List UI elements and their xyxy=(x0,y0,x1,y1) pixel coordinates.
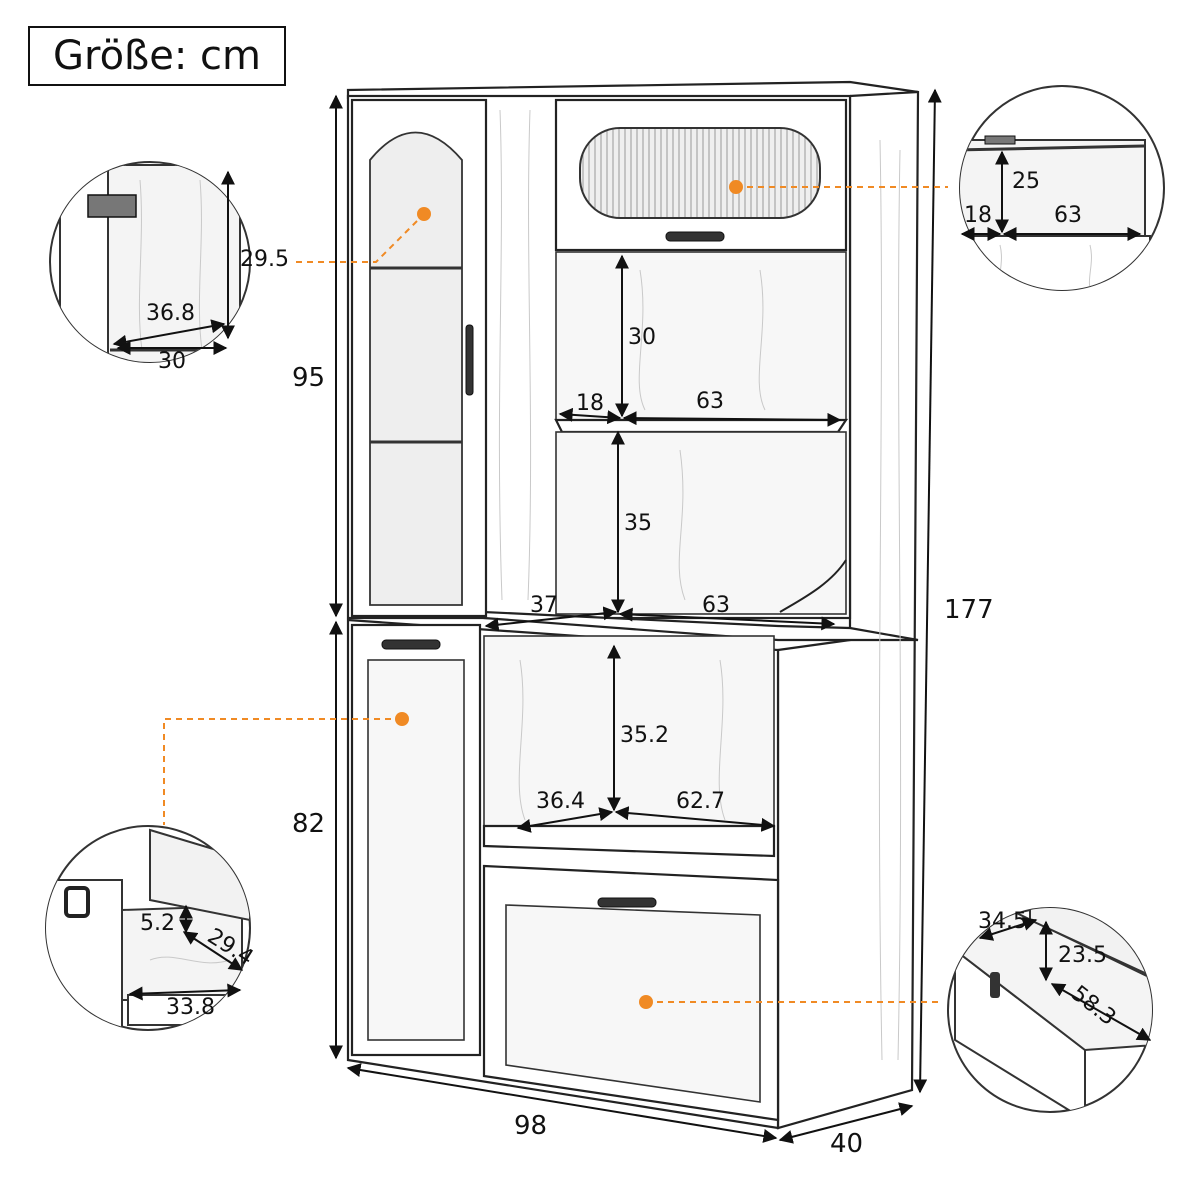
lower-door-handle xyxy=(381,639,441,650)
top-cabinet-marker xyxy=(729,180,743,194)
top-flip-cabinet xyxy=(554,98,848,252)
glass-cabinet-marker xyxy=(417,207,431,221)
height-upper-label: 95 xyxy=(292,363,325,393)
top-cabinet-height-label: 25 xyxy=(1012,169,1040,194)
unit-title: Größe: cm xyxy=(28,26,286,86)
stay-hinge-icon xyxy=(984,135,1016,145)
bottom-drawer-marker xyxy=(639,995,653,1009)
glass-cabinet-height-label: 29.5 xyxy=(240,247,289,272)
lower-left-door xyxy=(350,623,482,1057)
glass-door-handle xyxy=(465,324,474,396)
zoom-glass-cabinet: 29.5 36.8 30 xyxy=(49,161,289,374)
zoom-bottom-drawer: 34.5 23.5 58.3 xyxy=(947,907,1153,1113)
shelf2-width-label: 63 xyxy=(702,593,730,618)
shelf2-depth-label: 37 xyxy=(530,593,558,618)
left-drawer-height-label: 5.2 xyxy=(140,911,175,936)
left-drawer-width-label: 33.8 xyxy=(166,995,215,1020)
lower-depth-label: 36.4 xyxy=(536,789,585,814)
hinge-icon xyxy=(87,194,137,218)
top-cabinet-depth-label: 18 xyxy=(964,203,992,228)
glass-cabinet-depth-label: 36.8 xyxy=(146,301,195,326)
lower-width-label: 62.7 xyxy=(676,789,725,814)
depth-total-label: 40 xyxy=(830,1129,863,1159)
bottom-drawer-handle xyxy=(597,897,657,908)
open-shelves xyxy=(554,251,849,615)
shelf1-height-label: 30 xyxy=(628,325,656,350)
zoom-top-cabinet: 25 18 63 xyxy=(959,85,1165,291)
width-total-label: 98 xyxy=(514,1111,547,1141)
lower-height-label: 35.2 xyxy=(620,723,669,748)
lower-door-marker xyxy=(395,712,409,726)
bottom-drawer-height-label: 23.5 xyxy=(1058,943,1107,968)
drawer-handle-icon xyxy=(64,886,90,918)
top-cabinet-handle xyxy=(665,231,725,242)
height-lower-label: 82 xyxy=(292,809,325,839)
zoom-left-drawer: 5.2 29.4 33.8 xyxy=(45,825,258,1031)
bottom-drawer-width-label: 34.5 xyxy=(978,909,1027,934)
height-total-label: 177 xyxy=(944,595,994,625)
top-cabinet-width-label: 63 xyxy=(1054,203,1082,228)
bottom-drawer-handle-icon xyxy=(990,972,1000,998)
shelf1-width-label: 63 xyxy=(696,389,724,414)
shelf1-depth-label: 18 xyxy=(576,391,604,416)
glass-door xyxy=(350,98,488,618)
shelf2-height-label: 35 xyxy=(624,511,652,536)
glass-cabinet-width-label: 30 xyxy=(158,349,186,374)
bottom-drawer xyxy=(482,864,780,1122)
lower-open-compartment xyxy=(482,635,776,858)
